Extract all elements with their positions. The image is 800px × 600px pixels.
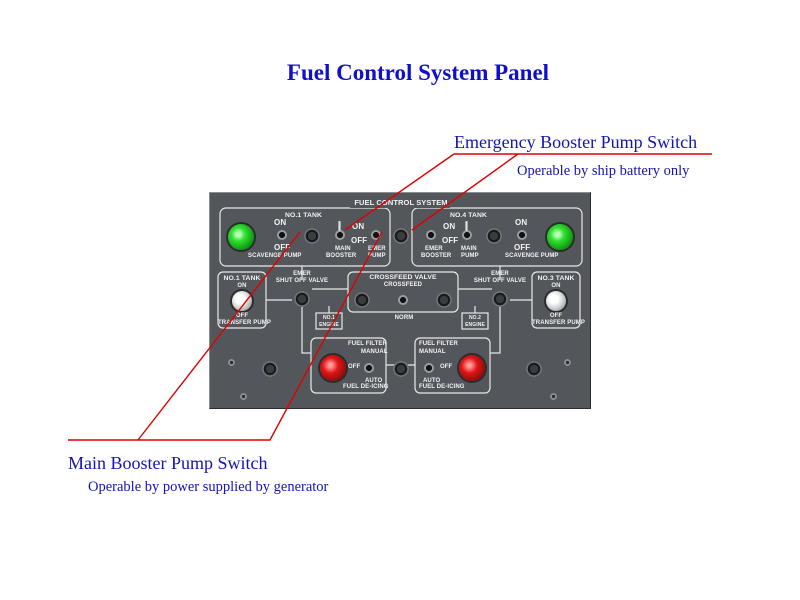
booster-off-label: OFF [351, 236, 368, 245]
center-bottom-knob [393, 361, 409, 377]
right-scavenge-pump-label: SCAVENGE PUMP [505, 253, 559, 259]
bottom-right-knob [526, 361, 542, 377]
main-booster-switch-lever [338, 221, 341, 231]
crossfeed-valve-switch[interactable] [398, 295, 408, 305]
left-fuel-deicing-switch[interactable] [364, 363, 374, 373]
emergency-booster-pump-switch-heading: Emergency Booster Pump Switch [454, 132, 698, 152]
crossfeed-position-label: CROSSFEED [383, 282, 423, 288]
no4-emergency-booster-pump-switch[interactable] [426, 230, 436, 240]
right-feed-line [490, 266, 501, 354]
no3-transfer-tank-label: NO.3 TANK [537, 275, 575, 282]
no1-transfer-tank-label: NO.1 TANK [223, 275, 261, 282]
left-engine-number: NO.1 [322, 315, 336, 321]
scavenge-off-label: OFF [274, 243, 291, 252]
main-label: MAIN [335, 246, 351, 252]
booster-on-label: ON [352, 222, 365, 231]
right-fuel-deicing-label: FUEL DE-ICING [419, 384, 465, 390]
scavenge-pump-label: SCAVENGE PUMP [248, 253, 302, 259]
no1-transfer-off-label: OFF [235, 313, 249, 319]
screw-icon [550, 393, 557, 400]
right-main-label: MAIN [461, 246, 477, 252]
no1-transfer-pump-switch[interactable] [232, 291, 252, 311]
screw-icon [228, 359, 235, 366]
emer-label: EMER [368, 246, 386, 252]
left-emer-shutoff-line2: SHUT OFF VALVE [275, 278, 329, 284]
right-scavenge-on-label: ON [515, 218, 528, 227]
right-manual-label: MANUAL [419, 349, 446, 355]
right-top-indicator-knob [486, 228, 502, 244]
right-engine-number: NO.2 [468, 315, 482, 321]
left-manual-label: MANUAL [361, 349, 388, 355]
crossfeed-norm-label: NORM [394, 315, 414, 321]
screw-icon [564, 359, 571, 366]
left-engine-label: ENGINE [319, 322, 339, 328]
main-booster-pump-switch-note: Operable by power supplied by generator [88, 479, 329, 495]
left-fuel-deicing-label: FUEL DE-ICING [343, 384, 389, 390]
no1-main-booster-pump-switch[interactable] [335, 230, 345, 240]
right-main-booster-lever [465, 221, 468, 231]
fuel-control-panel: FUEL CONTROL SYSTEM NO.1 TANK ON OFF SCA… [209, 192, 591, 409]
right-fuel-filter-warning-lamp [459, 355, 485, 381]
left-top-indicator-knob [304, 228, 320, 244]
right-filter-off-label: OFF [440, 364, 453, 370]
no4-scavenge-pump-lamp [547, 224, 573, 250]
screw-icon [240, 393, 247, 400]
crossfeed-valve-title: CROSSFEED VALVE [369, 274, 437, 281]
right-booster-off-label: OFF [442, 236, 459, 245]
right-auto-label: AUTO [423, 378, 441, 384]
crossfeed-left-knob [354, 292, 370, 308]
no1-tank-label: NO.1 TANK [285, 212, 323, 219]
right-booster-on-label: ON [443, 222, 456, 231]
no1-transfer-pump-label: TRANSFER PUMP [218, 320, 271, 326]
page-title: Fuel Control System Panel [286, 60, 550, 85]
right-emer-shutoff-line2: SHUT OFF VALVE [473, 278, 527, 284]
right-fuel-filter-label: FUEL FILTER [419, 341, 458, 347]
no1-scavenge-pump-switch[interactable] [277, 230, 287, 240]
right-emer-shutoff-line1: EMER [491, 271, 509, 277]
right-emer-label: EMER [425, 246, 443, 252]
right-scavenge-off-label: OFF [514, 243, 531, 252]
no3-transfer-on-label: ON [551, 283, 561, 289]
pump-label: PUMP [368, 253, 386, 259]
main-booster-pump-switch-heading: Main Booster Pump Switch [68, 453, 268, 473]
center-top-knob [393, 228, 409, 244]
no3-transfer-pump-switch[interactable] [546, 291, 566, 311]
no3-transfer-pump-label: TRANSFER PUMP [532, 320, 585, 326]
no1-emergency-booster-pump-switch[interactable] [371, 230, 381, 240]
no4-scavenge-pump-switch[interactable] [517, 230, 527, 240]
no4-tank-label: NO.4 TANK [450, 212, 488, 219]
no1-transfer-on-label: ON [237, 283, 247, 289]
left-emer-shutoff-line1: EMER [293, 271, 311, 277]
right-emer-shutoff-valve-knob[interactable] [492, 291, 508, 307]
no1-scavenge-pump-lamp [228, 224, 254, 250]
no4-main-booster-pump-switch[interactable] [462, 230, 472, 240]
scavenge-on-label: ON [274, 218, 287, 227]
left-emer-shutoff-valve-knob[interactable] [294, 291, 310, 307]
right-fuel-deicing-switch[interactable] [424, 363, 434, 373]
emergency-booster-pump-switch-note: Operable by ship battery only [517, 163, 690, 179]
right-engine-label: ENGINE [465, 322, 485, 328]
crossfeed-right-knob [436, 292, 452, 308]
left-fuel-filter-label: FUEL FILTER [348, 341, 387, 347]
right-booster-label: BOOSTER [421, 253, 452, 259]
bottom-left-knob [262, 361, 278, 377]
panel-title: FUEL CONTROL SYSTEM [354, 198, 448, 207]
right-pump-label: PUMP [461, 253, 479, 259]
booster-label: BOOSTER [326, 253, 357, 259]
left-filter-off-label: OFF [348, 364, 361, 370]
left-fuel-filter-warning-lamp [320, 355, 346, 381]
no3-transfer-off-label: OFF [549, 313, 563, 319]
